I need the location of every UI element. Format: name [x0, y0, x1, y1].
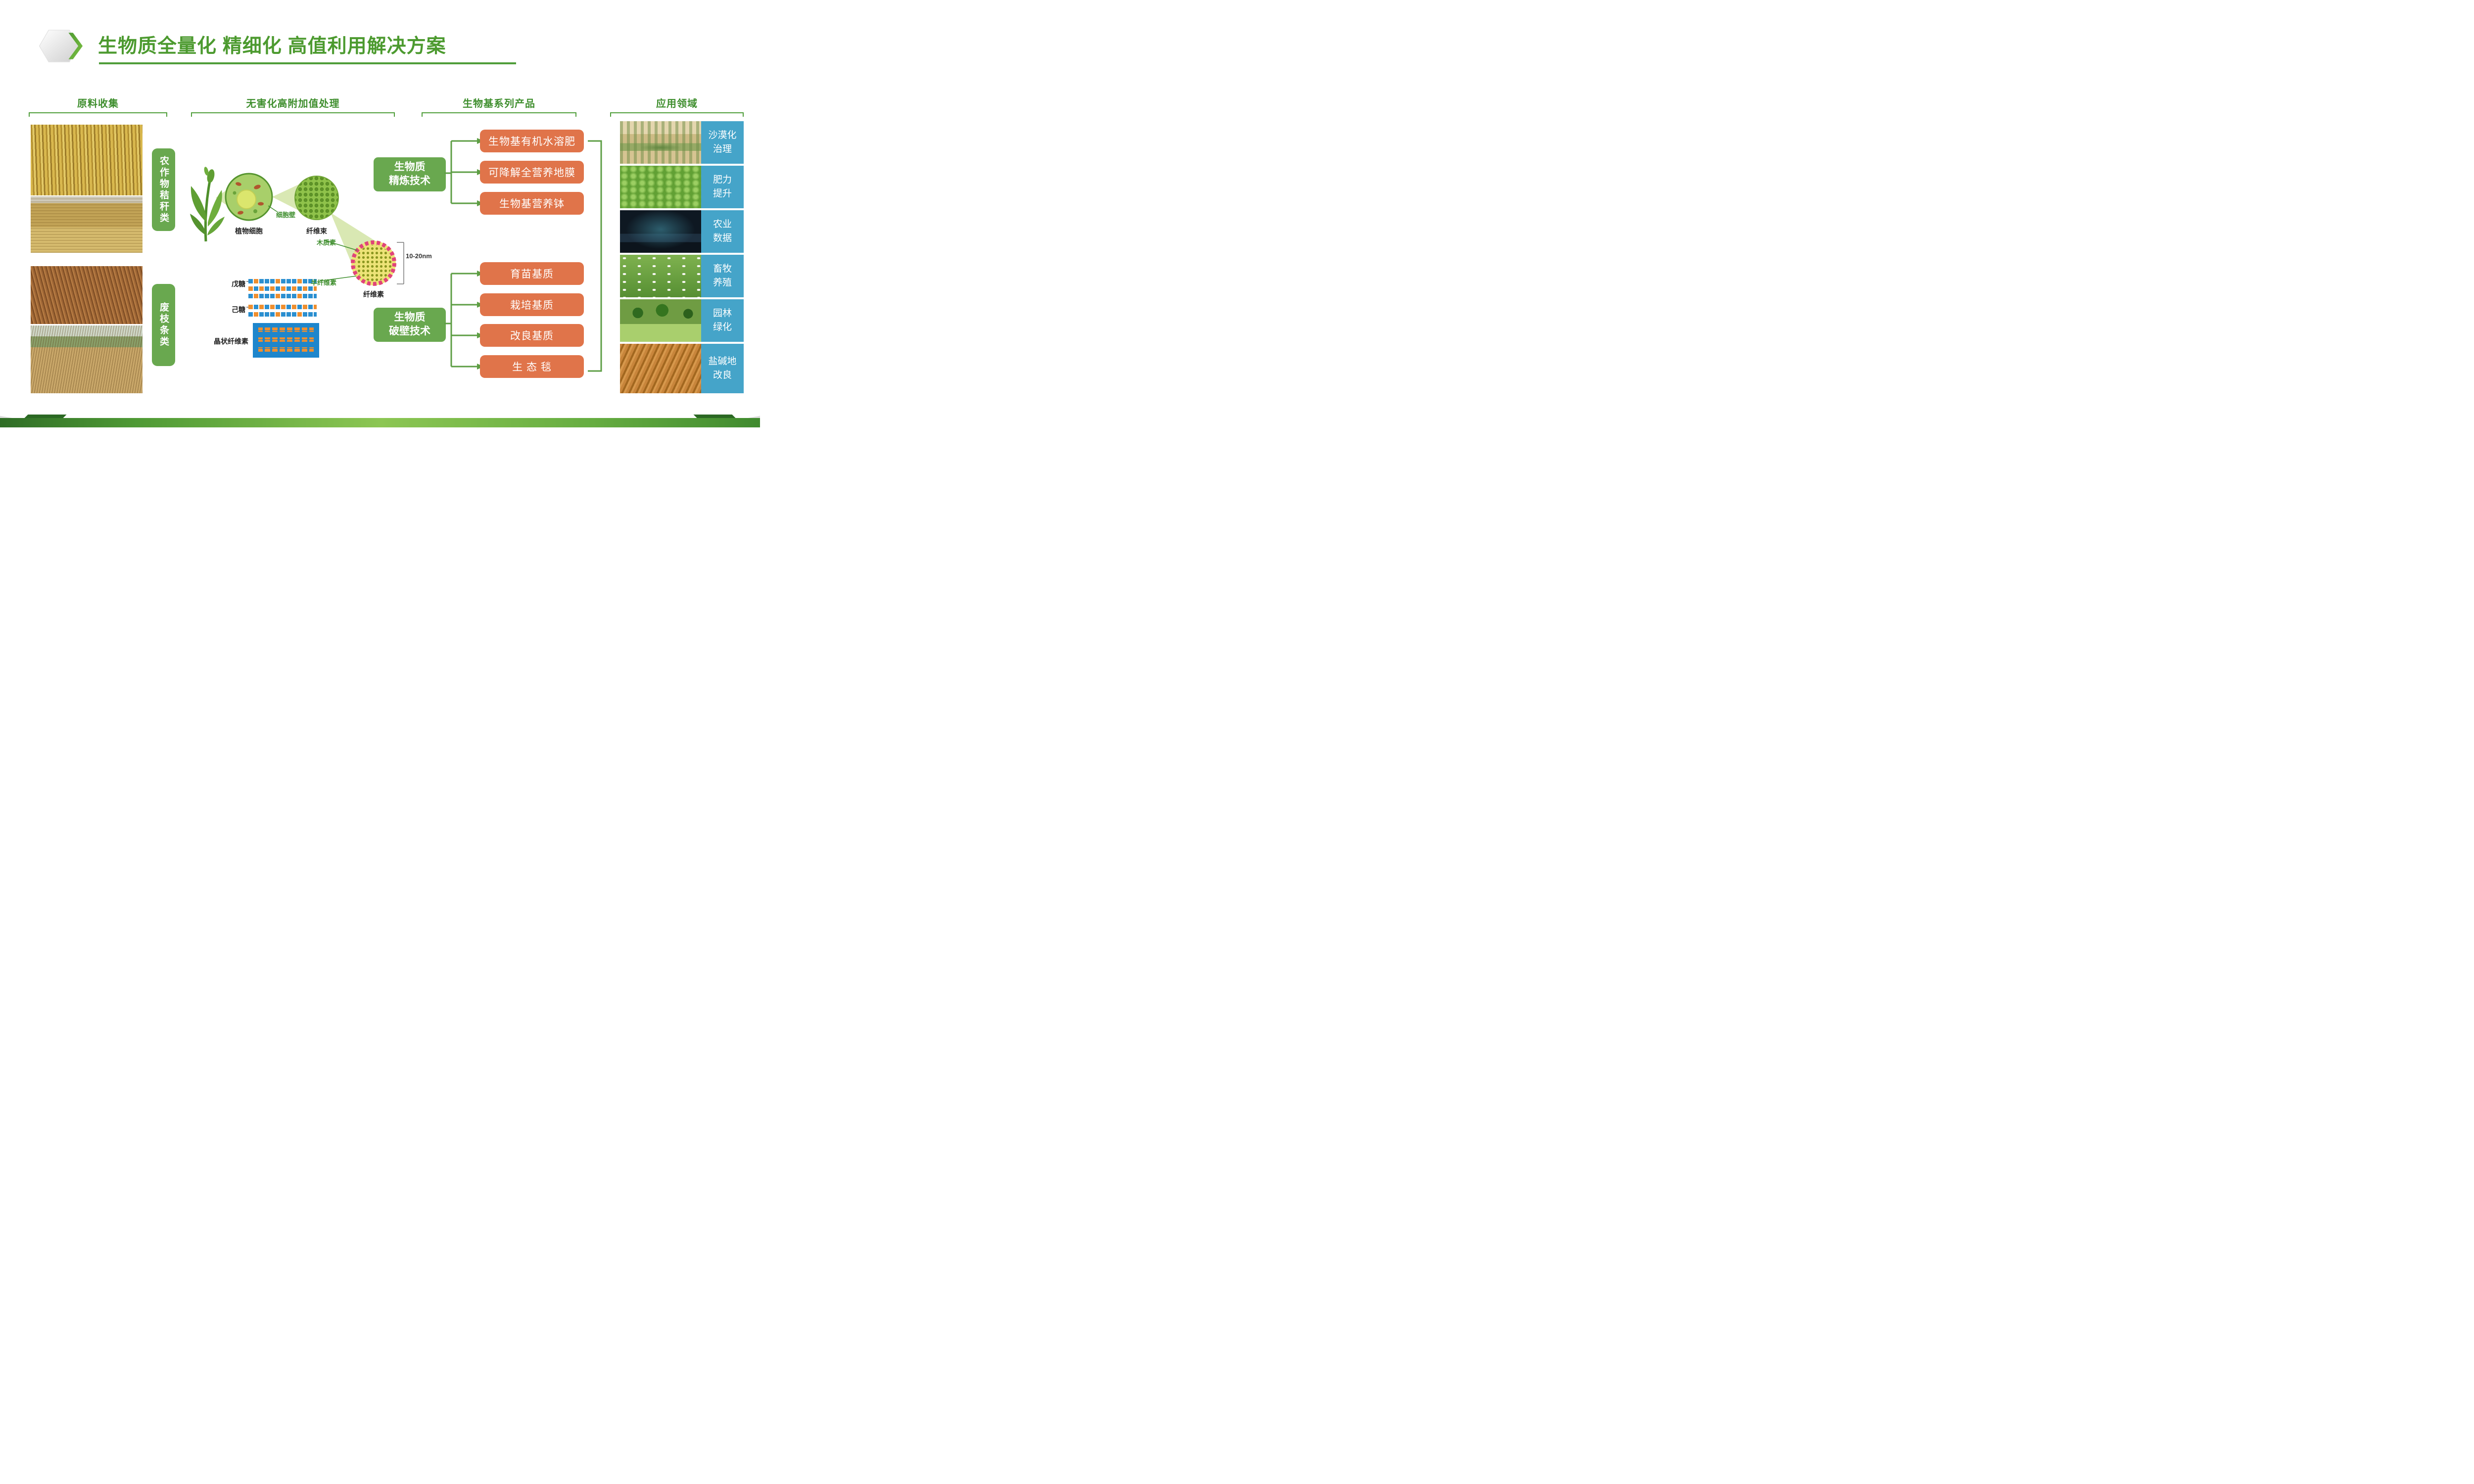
label-hemicellulose: 半纤维素	[311, 279, 337, 286]
photo-orchard-prunings	[31, 325, 143, 393]
section-header-products: 生物基系列产品	[463, 98, 535, 109]
application-label-line: 园林	[713, 308, 732, 319]
crystalline-cellulose-graphic	[253, 323, 319, 358]
section-header-processing: 无害化高附加值处理	[246, 98, 340, 109]
title-underline	[99, 62, 516, 64]
application-label-line: 数据	[713, 233, 732, 243]
material-group-label-branches: 废枝条类	[152, 284, 175, 366]
application-label-line: 养殖	[713, 278, 732, 288]
label-plant-cell: 植物细胞	[235, 227, 263, 235]
product-box-degradable-mulch-film: 可降解全营养地膜	[480, 161, 584, 184]
tech-box-refining: 生物质 精炼技术	[374, 157, 446, 191]
tech-box-line: 精炼技术	[389, 175, 430, 187]
hexagon-bullet-icon	[39, 30, 83, 62]
application-label-line: 绿化	[713, 322, 732, 332]
tech-box-line: 生物质	[394, 312, 426, 323]
fiber-bundle-graphic	[294, 176, 339, 220]
photo-park-greenery	[620, 299, 701, 342]
page-title: 生物质全量化 精细化 高值利用解决方案	[98, 36, 446, 57]
section-header-applications: 应用领域	[656, 98, 698, 109]
product-box-nutrient-pot: 生物基营养钵	[480, 192, 584, 215]
label-cell-wall: 细胞壁	[276, 211, 296, 219]
photo-corn-stalks	[31, 125, 143, 195]
plant-illustration	[190, 167, 225, 242]
photo-branch-pile	[31, 266, 143, 324]
application-label-livestock: 畜牧 养殖	[701, 255, 744, 297]
slide-canvas: 生物质全量化 精细化 高值利用解决方案 原料收集 无害化高附加值处理 生物基系列…	[0, 0, 760, 427]
section-bracket-processing	[191, 112, 395, 117]
photo-cabbage-field	[620, 166, 701, 208]
label-hexose: 己糖	[232, 306, 245, 314]
application-label-line: 提升	[713, 188, 732, 199]
section-bracket-applications	[610, 112, 744, 117]
label-pentose: 戊糖	[232, 280, 245, 288]
photo-agri-data-screen	[620, 210, 701, 253]
tech-box-line: 破壁技术	[389, 325, 430, 337]
label-fiber-scale: 10-20nm	[406, 252, 432, 260]
tech-box-line: 生物质	[394, 161, 426, 173]
application-label-line: 农业	[713, 219, 732, 230]
application-label-landscaping: 园林 绿化	[701, 299, 744, 342]
application-label-agri-data: 农业 数据	[701, 210, 744, 253]
photo-plowed-soil	[620, 344, 701, 393]
photo-desert-restoration	[620, 121, 701, 164]
product-box-cultivation-substrate: 栽培基质	[480, 293, 584, 316]
section-header-collection: 原料收集	[77, 98, 119, 109]
application-label-line: 改良	[713, 370, 732, 380]
tech-box-wall-breaking: 生物质 破壁技术	[374, 308, 446, 342]
process-diagram	[190, 167, 404, 358]
product-box-ecological-blanket: 生 态 毯	[480, 355, 584, 378]
cellulose-fiber-graphic	[319, 240, 404, 286]
label-fiber-bundle: 纤维束	[306, 227, 327, 235]
photo-straw-bales	[31, 196, 143, 253]
application-label-line: 沙漠化	[708, 130, 737, 140]
application-label-saline-soil: 盐碱地 改良	[701, 344, 744, 393]
product-box-improvement-substrate: 改良基质	[480, 324, 584, 347]
material-group-label-straw: 农作物秸秆类	[152, 148, 175, 231]
section-bracket-products	[422, 112, 576, 117]
label-cellulose: 纤维素	[363, 290, 384, 298]
application-label-line: 治理	[713, 144, 732, 154]
section-bracket-collection	[29, 112, 167, 117]
application-label-line: 盐碱地	[708, 356, 737, 367]
application-label-desertification: 沙漠化 治理	[701, 121, 744, 164]
product-box-water-soluble-fertilizer: 生物基有机水溶肥	[480, 130, 584, 152]
bottom-bar	[0, 418, 760, 427]
sugar-chain-graphic	[246, 279, 317, 317]
photo-sheep-grazing	[620, 255, 701, 297]
application-label-fertility: 肥力 提升	[701, 166, 744, 208]
product-box-seedling-substrate: 育苗基质	[480, 262, 584, 285]
application-label-line: 肥力	[713, 174, 732, 185]
label-crystalline-cellulose: 晶状纤维素	[214, 337, 248, 345]
plant-cell-graphic	[225, 173, 278, 221]
label-lignin: 木质素	[317, 239, 336, 246]
application-label-line: 畜牧	[713, 263, 732, 274]
